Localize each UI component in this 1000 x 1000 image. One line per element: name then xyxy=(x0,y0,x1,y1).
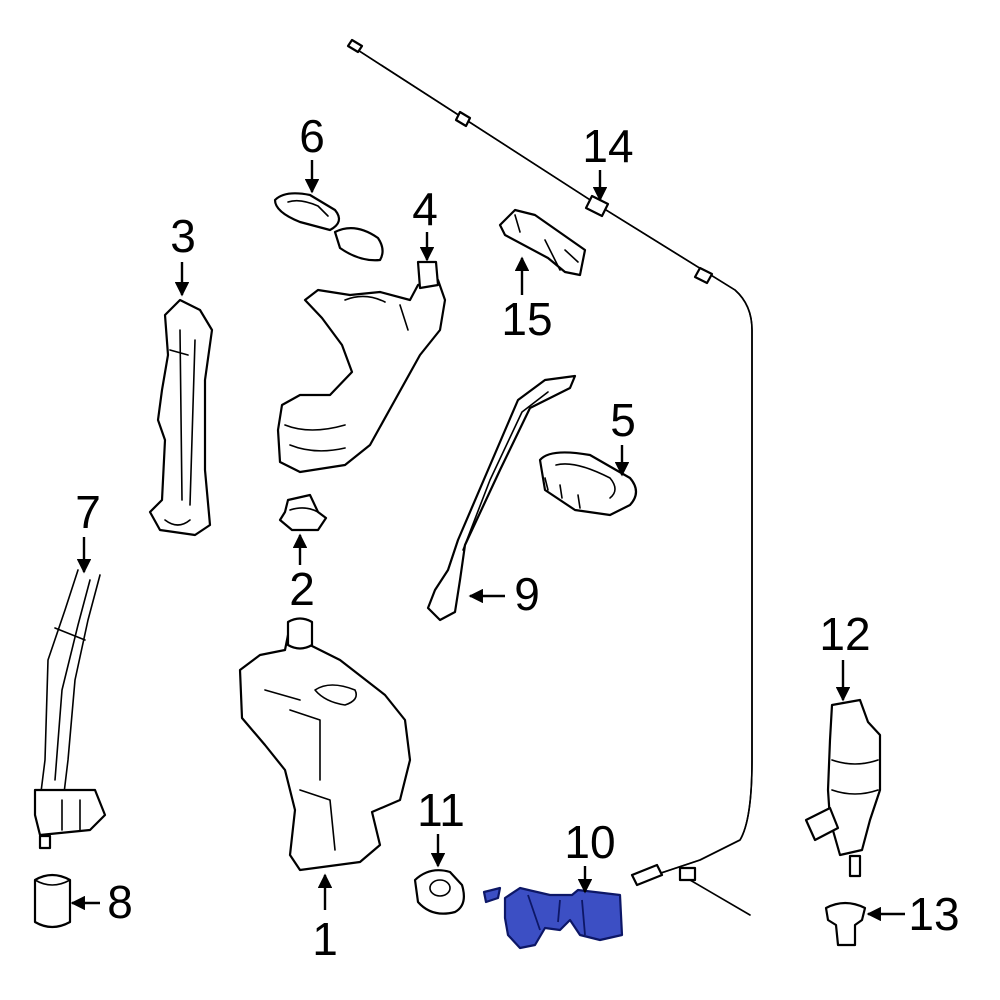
svg-text:14: 14 xyxy=(582,120,633,172)
callout-14[interactable]: 14 xyxy=(582,120,634,202)
callout-12[interactable]: 12 xyxy=(819,608,871,702)
callout-15[interactable]: 15 xyxy=(501,256,553,345)
svg-text:4: 4 xyxy=(412,183,438,235)
cap-part[interactable] xyxy=(273,192,384,262)
callout-10[interactable]: 10 xyxy=(564,816,616,894)
svg-text:8: 8 xyxy=(107,876,133,928)
svg-text:12: 12 xyxy=(819,608,870,660)
level-sensor-part[interactable] xyxy=(482,886,624,950)
seal-ring-part[interactable] xyxy=(538,451,638,517)
svg-text:11: 11 xyxy=(417,784,465,836)
hose-assembly-part[interactable] xyxy=(33,569,107,850)
callouts: 1 2 3 4 5 6 7 8 xyxy=(70,110,960,965)
svg-text:10: 10 xyxy=(564,816,615,868)
callout-1[interactable]: 1 xyxy=(312,873,338,965)
callout-9[interactable]: 9 xyxy=(468,568,540,620)
hose-clip-part[interactable] xyxy=(498,208,587,277)
washer-pump-part[interactable] xyxy=(804,698,882,878)
connector-part[interactable] xyxy=(33,873,72,929)
svg-text:13: 13 xyxy=(908,888,959,940)
callout-2[interactable]: 2 xyxy=(289,533,315,615)
seal-part[interactable] xyxy=(413,869,465,915)
callout-6[interactable]: 6 xyxy=(299,110,325,194)
pump-grommet-part[interactable] xyxy=(824,901,867,947)
svg-text:9: 9 xyxy=(514,568,540,620)
callout-8[interactable]: 8 xyxy=(70,876,133,928)
svg-text:3: 3 xyxy=(170,210,196,262)
grommet-part[interactable] xyxy=(278,493,328,532)
callout-4[interactable]: 4 xyxy=(412,183,438,262)
washer-reservoir-part[interactable] xyxy=(238,617,412,872)
callout-7[interactable]: 7 xyxy=(75,486,101,574)
svg-text:2: 2 xyxy=(289,563,315,615)
bracket-part[interactable] xyxy=(148,298,214,537)
callout-5[interactable]: 5 xyxy=(610,394,636,477)
washer-hose-part[interactable] xyxy=(346,38,753,916)
callout-11[interactable]: 11 xyxy=(417,784,465,868)
hose-part[interactable] xyxy=(426,374,577,622)
filler-neck-part[interactable] xyxy=(276,260,447,474)
svg-text:7: 7 xyxy=(75,486,101,538)
svg-text:15: 15 xyxy=(501,293,552,345)
svg-text:6: 6 xyxy=(299,110,325,162)
svg-text:5: 5 xyxy=(610,394,636,446)
callout-13[interactable]: 13 xyxy=(866,888,960,940)
svg-text:1: 1 xyxy=(312,913,338,965)
callout-3[interactable]: 3 xyxy=(170,210,196,297)
